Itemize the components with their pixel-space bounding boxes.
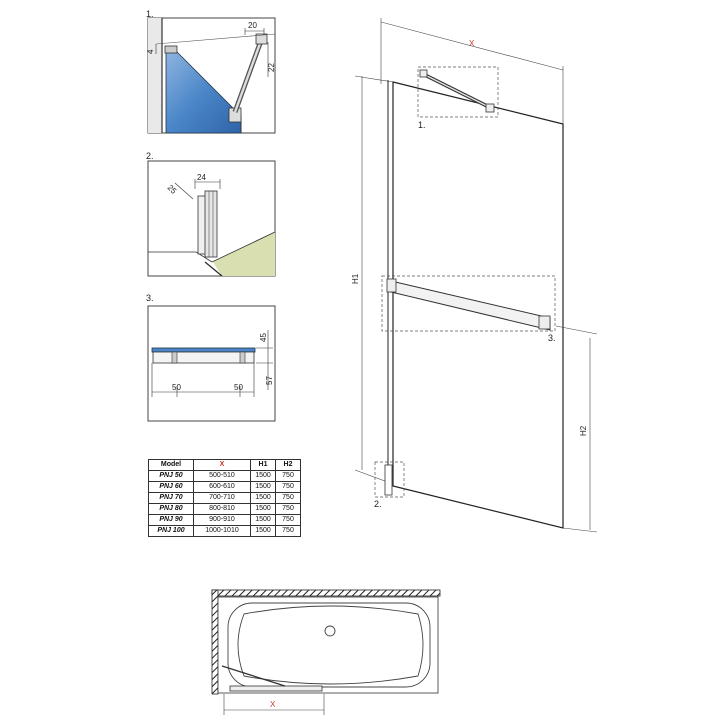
detail-3-profile (152, 351, 255, 364)
detail-1: 1. 20 4 22 (146, 9, 276, 134)
cell-model: PNJ 70 (148, 492, 194, 504)
callout-1-label: 1. (418, 120, 426, 130)
detail-1-dim-22: 22 (267, 63, 276, 72)
cell-x: 500-510 (193, 470, 251, 482)
cell-x: 900-910 (193, 514, 251, 526)
detail-2-label: 2. (146, 151, 154, 161)
drain-icon (324, 625, 336, 637)
plan-wall-top (211, 589, 441, 597)
cell-h2: 750 (275, 503, 301, 515)
spec-table-header-row: Model X H1 H2 (148, 459, 301, 471)
dim-x-line (380, 21, 564, 71)
detail-2-dim-24: 24 (197, 173, 206, 182)
plan-dim-x-label: X (270, 700, 276, 709)
detail-3-frame (147, 305, 276, 422)
detail-1-dim-4: 4 (146, 49, 155, 54)
cell-model: PNJ 50 (148, 470, 194, 482)
plan-view: X (211, 589, 441, 715)
cell-h2: 750 (275, 514, 301, 526)
callout-2-label: 2. (374, 499, 382, 509)
cell-h2: 750 (275, 481, 301, 493)
cell-x: 600-610 (193, 481, 251, 493)
cell-model: PNJ 100 (148, 525, 194, 537)
plan-support-arm (221, 665, 286, 687)
cell-model: PNJ 80 (148, 503, 194, 515)
table-row: PNJ 90 900-910 1500 750 (148, 514, 301, 526)
callout-box-3 (381, 275, 556, 332)
detail-1-ceiling-bracket (255, 33, 268, 45)
cell-x: 800-810 (193, 503, 251, 515)
table-row: PNJ 50 500-510 1500 750 (148, 470, 301, 482)
detail-1-wall (148, 18, 162, 133)
main-elevation: X H1 H2 1. 3. 2. (351, 18, 598, 533)
cell-h1: 1500 (250, 470, 276, 482)
detail-3-label: 3. (146, 293, 154, 303)
header-h1: H1 (250, 459, 276, 471)
detail-3-dim-50-left: 50 (172, 383, 181, 392)
detail-3-dim-45: 45 (259, 333, 268, 342)
bathtub-basin (237, 605, 424, 685)
cell-h1: 1500 (250, 481, 276, 493)
detail-3: 3. 50 50 45 57 (146, 293, 276, 422)
header-model: Model (148, 459, 194, 471)
callout-3-label: 3. (548, 333, 556, 343)
stabilizer-bar (390, 280, 551, 331)
spec-table: Model X H1 H2 PNJ 50 500-510 1500 750 PN… (148, 459, 301, 537)
cell-model: PNJ 90 (148, 514, 194, 526)
table-row: PNJ 100 1000-1010 1500 750 (148, 525, 301, 537)
detail-2-floor (213, 232, 275, 276)
table-row: PNJ 60 600-610 1500 750 (148, 481, 301, 493)
detail-3-glass-edge (151, 347, 256, 353)
detail-2-profile (204, 190, 218, 258)
dim-h1-label: H1 (351, 273, 360, 284)
cell-h1: 1500 (250, 503, 276, 515)
cell-x: 1000-1010 (193, 525, 251, 537)
cell-h2: 750 (275, 492, 301, 504)
callout-box-2 (374, 461, 405, 498)
cell-h2: 750 (275, 525, 301, 537)
detail-2: 2. 24 25 (146, 151, 276, 277)
cell-h1: 1500 (250, 492, 276, 504)
cell-model: PNJ 60 (148, 481, 194, 493)
detail-1-dim-20: 20 (248, 21, 257, 30)
cell-x: 700-710 (193, 492, 251, 504)
plan-wall-left (211, 589, 219, 695)
table-row: PNJ 80 800-810 1500 750 (148, 503, 301, 515)
callout-box-1 (417, 66, 499, 118)
plan-glass-panel (229, 685, 323, 692)
header-x: X (193, 459, 251, 471)
detail-3-dim-50-right: 50 (234, 383, 243, 392)
header-h2: H2 (275, 459, 301, 471)
dim-x-label: X (469, 39, 475, 48)
cell-h1: 1500 (250, 514, 276, 526)
cell-h1: 1500 (250, 525, 276, 537)
dim-h2-label: H2 (579, 425, 588, 436)
detail-1-label: 1. (146, 9, 154, 19)
detail-1-ceiling-line (155, 33, 276, 45)
table-row: PNJ 70 700-710 1500 750 (148, 492, 301, 504)
bathtub-rim (227, 602, 431, 688)
detail-3-dim-57: 57 (265, 376, 274, 385)
cell-h2: 750 (275, 470, 301, 482)
detail-1-wall-bracket (164, 45, 178, 54)
